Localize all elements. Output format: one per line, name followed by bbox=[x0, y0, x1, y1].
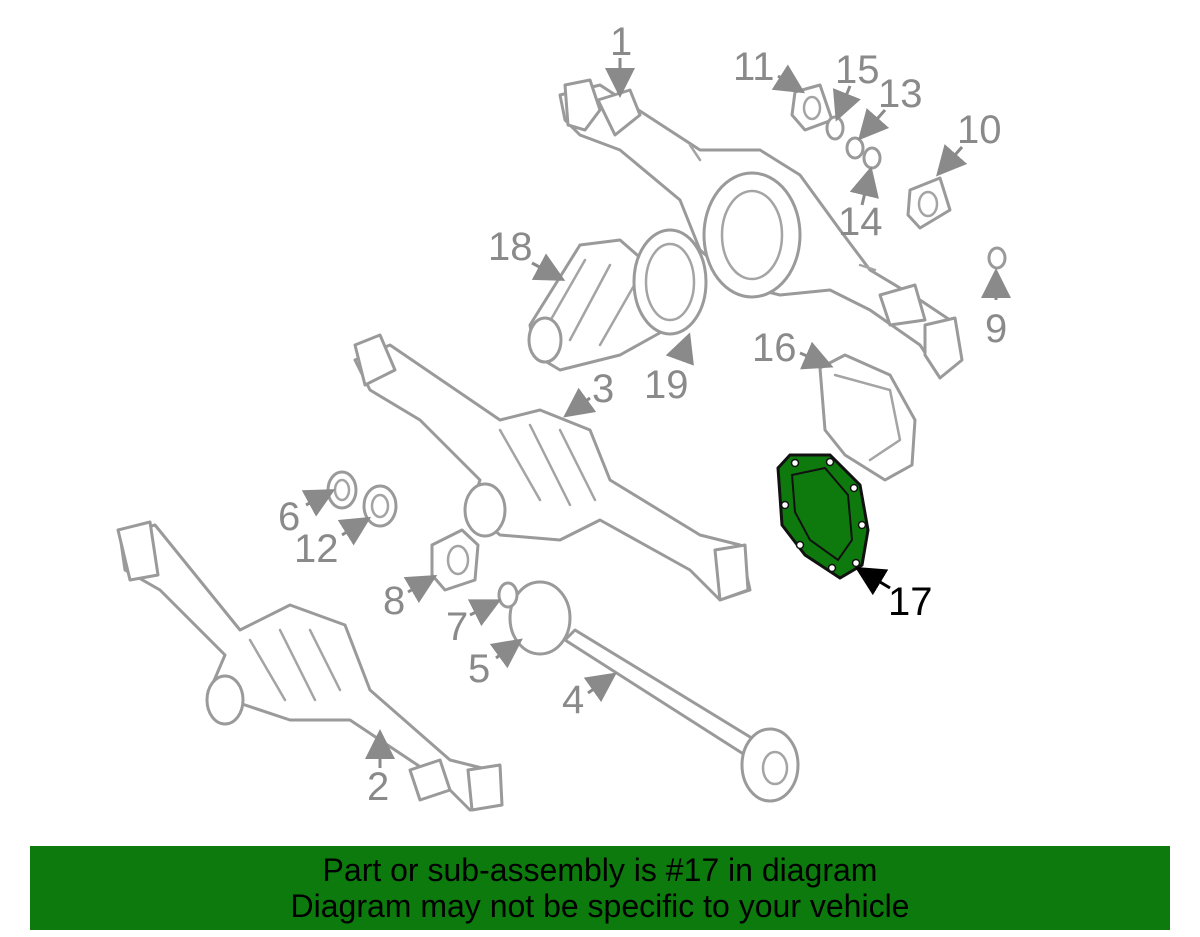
part-9-ring bbox=[987, 246, 1007, 270]
part-5-o-ring bbox=[508, 580, 572, 656]
banner-line-part: Part or sub-assembly is #17 in diagram bbox=[322, 852, 878, 888]
callout-1: 1 bbox=[610, 20, 632, 64]
callout-17: 17 bbox=[888, 580, 933, 624]
part-10-plate bbox=[906, 176, 952, 230]
part-1-axle-housing bbox=[558, 78, 964, 380]
part-11-plate bbox=[790, 83, 834, 132]
callout-6: 6 bbox=[278, 495, 300, 539]
callout-8: 8 bbox=[383, 579, 405, 623]
callout-5: 5 bbox=[468, 647, 490, 691]
leader-lines bbox=[301, 58, 1011, 768]
part-14-ring bbox=[862, 146, 882, 170]
part-3-axle-assembly bbox=[353, 333, 752, 602]
callout-13: 13 bbox=[878, 72, 923, 116]
part-8-retainer bbox=[430, 528, 480, 592]
part-17-gasket bbox=[776, 453, 870, 580]
callout-4: 4 bbox=[562, 678, 584, 722]
callout-19: 19 bbox=[644, 363, 689, 407]
parts-diagram: 1 2 3 4 5 6 7 8 9 10 11 12 13 14 15 16 1… bbox=[116, 20, 1011, 812]
callout-12: 12 bbox=[294, 527, 339, 571]
part-15-ring bbox=[825, 115, 845, 141]
callout-14: 14 bbox=[838, 200, 883, 244]
part-16-cover bbox=[818, 353, 917, 482]
callout-2: 2 bbox=[367, 765, 389, 809]
callout-16: 16 bbox=[752, 326, 797, 370]
part-6-seal bbox=[326, 470, 358, 510]
callout-11: 11 bbox=[733, 45, 775, 89]
callout-9: 9 bbox=[985, 307, 1007, 351]
part-12-bearing bbox=[362, 484, 398, 528]
callout-15: 15 bbox=[835, 48, 880, 92]
banner-line-disclaimer: Diagram may not be specific to your vehi… bbox=[290, 888, 910, 924]
part-4-axle-shaft bbox=[563, 628, 800, 803]
part-13-ring bbox=[845, 136, 865, 160]
info-banner: Part or sub-assembly is #17 in diagram D… bbox=[30, 846, 1170, 930]
callout-3: 3 bbox=[592, 367, 614, 411]
callout-labels: 1 2 3 4 5 6 7 8 9 10 11 12 13 14 15 16 1… bbox=[278, 20, 1007, 809]
callout-10: 10 bbox=[957, 108, 1002, 152]
part-7-seal bbox=[497, 581, 519, 609]
callout-18: 18 bbox=[488, 225, 533, 269]
part-2-axle-assembly bbox=[116, 520, 504, 812]
part-19-carrier-gasket bbox=[632, 228, 708, 336]
callout-7: 7 bbox=[446, 605, 468, 649]
